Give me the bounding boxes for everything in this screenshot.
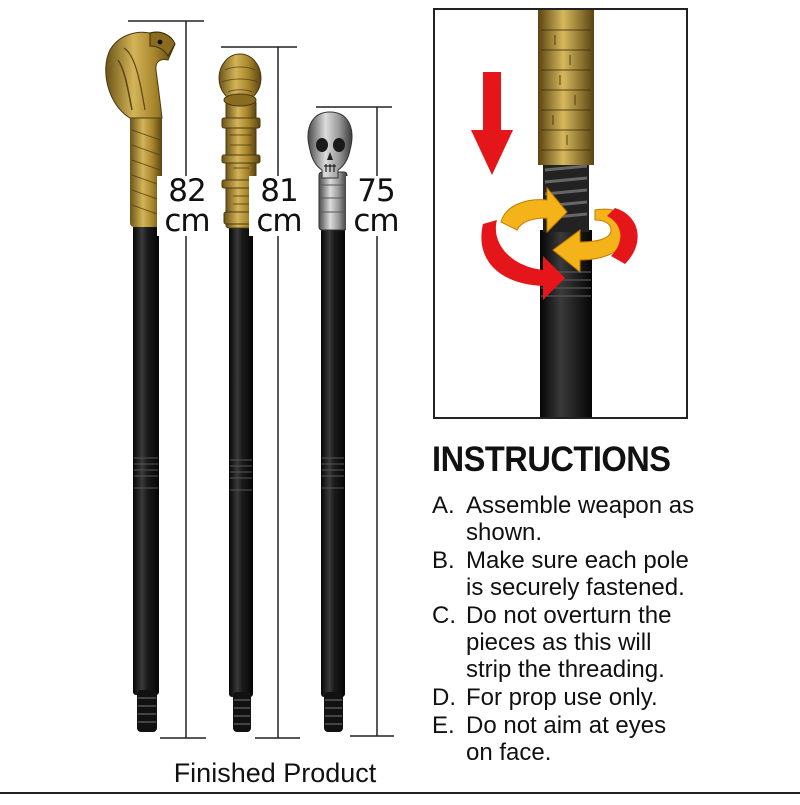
length-unit: cm [353,203,399,239]
length-value: 82 [168,173,206,209]
canes-drawing [105,20,394,739]
instruction-text: Do not overturn the pieces as this will … [466,602,672,683]
length-label-knob: 81 cm [249,173,309,239]
finished-product-caption: Finished Product [173,758,377,788]
measure-line-82 [128,20,206,739]
instruction-text: Do not aim at eyes on face. [466,712,667,766]
instruction-list: A. Assemble weapon as shown. B. Make sur… [432,492,782,767]
ornate-knob-cane [218,53,262,732]
instruction-item-b: B. Make sure each pole is securely faste… [432,547,782,601]
instruction-text: Make sure each pole is securely fastened… [466,547,689,601]
skull-icon [307,111,353,179]
canes-illustration: 82 cm 81 cm 75 cm Finished Product [105,20,406,788]
instruction-item-d: D. For prop use only. [432,684,782,711]
ornate-knob-icon [218,53,262,229]
measure-line-81 [221,46,300,739]
instruction-item-a: A. Assemble weapon as shown. [432,492,782,546]
rotate-arrows-icon [481,186,638,300]
assembly-drawing [471,10,638,417]
length-label-cobra: 82 cm [157,173,217,239]
length-unit: cm [256,203,302,239]
instruction-item-e: E. Do not aim at eyes on face. [432,712,782,766]
instruction-letter: D. [432,684,456,711]
assembly-diagram-panel [433,8,688,419]
instruction-letter: E. [432,712,455,739]
length-label-skull: 75 cm [346,173,406,239]
down-arrow-icon [471,72,513,175]
instruction-item-c: C. Do not overturn the pieces as this wi… [432,602,782,683]
instruction-text: For prop use only. [466,684,658,711]
length-unit: cm [164,203,210,239]
instruction-letter: C. [432,602,456,629]
skull-cane [307,111,353,732]
measurement-lines [128,20,394,739]
cobra-head-icon [105,31,176,119]
instruction-letter: B. [432,547,455,574]
cobra-cane [105,31,176,732]
length-value: 81 [260,173,298,209]
bottom-divider [0,792,800,794]
instructions-title: INSTRUCTIONS [432,440,671,479]
length-value: 75 [357,173,395,209]
instruction-letter: A. [432,492,455,519]
instruction-text: Assemble weapon as shown. [466,492,695,546]
